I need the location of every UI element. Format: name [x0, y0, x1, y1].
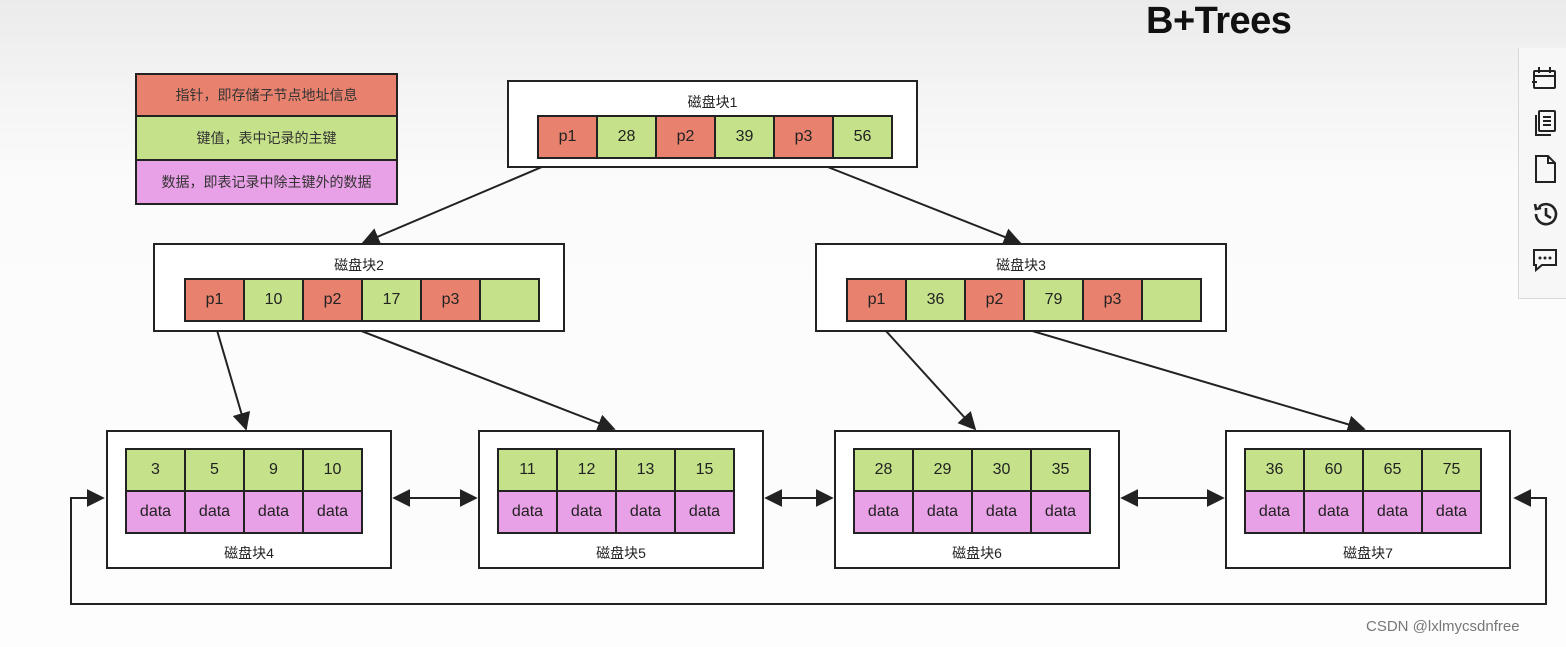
- key-cell: 36: [1246, 450, 1303, 490]
- disk-block-6-cells: 28 29 30 35 data data data data: [853, 448, 1091, 534]
- legend-key-text: 键值，表中记录的主键: [196, 130, 337, 146]
- disk-block-4: 3 5 9 10 data data data data 磁盘块4: [106, 430, 392, 569]
- key-cell: 56: [834, 117, 891, 157]
- key-cell: 15: [676, 450, 733, 490]
- key-cell: [1143, 280, 1200, 320]
- key-cell: 60: [1305, 450, 1362, 490]
- key-cell: 3: [127, 450, 184, 490]
- key-cell: 75: [1423, 450, 1480, 490]
- disk-block-7-label: 磁盘块7: [1343, 545, 1393, 561]
- data-cell: data: [245, 492, 302, 532]
- disk-block-6: 28 29 30 35 data data data data 磁盘块6: [834, 430, 1120, 569]
- key-cell: 28: [598, 117, 655, 157]
- calendar-icon[interactable]: [1531, 64, 1559, 94]
- history-icon[interactable]: [1531, 199, 1559, 229]
- copy-icon[interactable]: [1531, 108, 1559, 138]
- legend-data-text: 数据，即表记录中除主键外的数据: [161, 174, 372, 190]
- key-cell: 13: [617, 450, 674, 490]
- disk-block-2: 磁盘块2 p1 10 p2 17 p3: [153, 243, 565, 332]
- arrow-root-p3: [804, 157, 1022, 246]
- key-cell: 36: [907, 280, 964, 320]
- side-toolbar: [1518, 48, 1566, 299]
- link-leaf7-leaf4-loop: [70, 489, 1547, 605]
- disk-block-6-label: 磁盘块6: [952, 545, 1002, 561]
- disk-block-5: 11 12 13 15 data data data data 磁盘块5: [478, 430, 764, 569]
- diagram-title: B+Trees: [1146, 0, 1292, 42]
- data-cell: data: [617, 492, 674, 532]
- pointer-cell: p1: [186, 280, 243, 320]
- disk-block-2-cells: p1 10 p2 17 p3: [184, 278, 540, 322]
- disk-block-3-cells: p1 36 p2 79 p3: [846, 278, 1202, 322]
- key-cell: 9: [245, 450, 302, 490]
- key-cell: 5: [186, 450, 243, 490]
- key-cell: 12: [558, 450, 615, 490]
- data-cell: data: [1246, 492, 1303, 532]
- data-cell: data: [127, 492, 184, 532]
- disk-block-7-cells: 36 60 65 75 data data data data: [1244, 448, 1482, 534]
- arrow-b2-p2: [332, 319, 616, 432]
- disk-block-3-label: 磁盘块3: [996, 257, 1046, 273]
- data-cell: data: [558, 492, 615, 532]
- key-cell: 11: [499, 450, 556, 490]
- arrow-b2-p1: [213, 319, 251, 431]
- data-cell: data: [676, 492, 733, 532]
- data-cell: data: [855, 492, 912, 532]
- arrow-b3-p2: [994, 319, 1366, 434]
- key-cell: 10: [245, 280, 302, 320]
- data-cell: data: [1423, 492, 1480, 532]
- disk-block-4-label: 磁盘块4: [224, 545, 274, 561]
- legend-data: 数据，即表记录中除主键外的数据: [135, 161, 398, 205]
- pointer-cell: p2: [304, 280, 361, 320]
- disk-block-5-label: 磁盘块5: [596, 545, 646, 561]
- disk-block-1: 磁盘块1 p1 28 p2 39 p3 56: [507, 80, 918, 168]
- data-cell: data: [1364, 492, 1421, 532]
- disk-block-3: 磁盘块3 p1 36 p2 79 p3: [815, 243, 1227, 332]
- legend-key: 键值，表中记录的主键: [135, 117, 398, 161]
- pointer-cell: p2: [657, 117, 714, 157]
- key-cell: 35: [1032, 450, 1089, 490]
- key-cell: 28: [855, 450, 912, 490]
- pointer-cell: p3: [422, 280, 479, 320]
- data-cell: data: [973, 492, 1030, 532]
- data-cell: data: [186, 492, 243, 532]
- key-cell: 65: [1364, 450, 1421, 490]
- key-cell: 39: [716, 117, 773, 157]
- disk-block-1-label: 磁盘块1: [687, 94, 738, 110]
- key-cell: 17: [363, 280, 420, 320]
- pointer-cell: p1: [539, 117, 596, 157]
- pointer-cell: p2: [966, 280, 1023, 320]
- document-icon[interactable]: [1531, 154, 1559, 184]
- disk-block-4-cells: 3 5 9 10 data data data data: [125, 448, 363, 534]
- comment-icon[interactable]: [1531, 245, 1559, 275]
- legend-pointer: 指针，即存储子节点地址信息: [135, 73, 398, 117]
- pointer-cell: p3: [1084, 280, 1141, 320]
- key-cell: 10: [304, 450, 361, 490]
- disk-block-7: 36 60 65 75 data data data data 磁盘块7: [1225, 430, 1511, 569]
- pointer-cell: p3: [775, 117, 832, 157]
- disk-block-1-cells: p1 28 p2 39 p3 56: [537, 115, 893, 159]
- data-cell: data: [1032, 492, 1089, 532]
- data-cell: data: [304, 492, 361, 532]
- key-cell: 30: [973, 450, 1030, 490]
- disk-block-5-cells: 11 12 13 15 data data data data: [497, 448, 735, 534]
- pointer-cell: p1: [848, 280, 905, 320]
- disk-block-2-label: 磁盘块2: [334, 257, 384, 273]
- legend-pointer-text: 指针，即存储子节点地址信息: [175, 87, 358, 103]
- key-cell: 29: [914, 450, 971, 490]
- watermark: CSDN @lxlmycsdnfree: [1366, 618, 1520, 635]
- arrow-b3-p1: [875, 319, 977, 431]
- data-cell: data: [499, 492, 556, 532]
- data-cell: data: [1305, 492, 1362, 532]
- key-cell: [481, 280, 538, 320]
- data-cell: data: [914, 492, 971, 532]
- key-cell: 79: [1025, 280, 1082, 320]
- arrow-root-p1: [361, 157, 564, 245]
